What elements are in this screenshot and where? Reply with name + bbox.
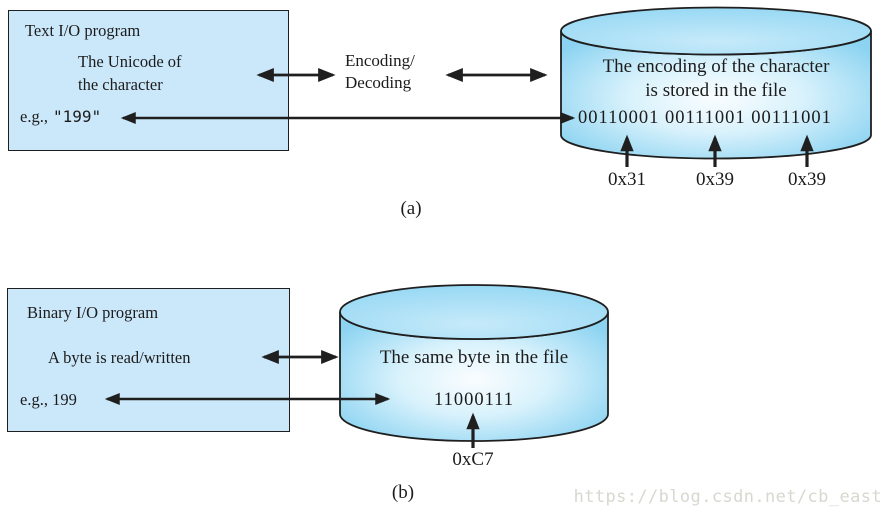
encoding-decoding-label: Encoding/ Decoding xyxy=(345,50,415,94)
cylinder-a-bytes: 00110001 00111001 00111001 xyxy=(578,108,832,128)
cylinder-b-body xyxy=(339,311,609,442)
hex-label-0xc7: 0xC7 xyxy=(452,449,494,470)
example-b-prefix: e.g., xyxy=(20,390,48,409)
hex-label-0x39-1: 0x39 xyxy=(696,169,734,190)
encoding-label-line2: Decoding xyxy=(345,73,412,92)
cylinder-a-line1: The encoding of the character xyxy=(602,56,830,77)
example-a-value: "199" xyxy=(52,107,102,126)
example-b-value: 199 xyxy=(52,390,77,409)
cylinder-b-top xyxy=(339,284,609,340)
text-io-box-title: Text I/O program xyxy=(25,21,141,40)
binary-io-program-box xyxy=(7,288,290,432)
example-b: e.g., 199 xyxy=(20,389,77,410)
binary-io-box-title: Binary I/O program xyxy=(27,303,159,322)
hex-label-0x31: 0x31 xyxy=(608,169,646,190)
caption-a: (a) xyxy=(400,198,422,219)
cylinder-a-line2: is stored in the file xyxy=(645,80,787,101)
text-io-program-box xyxy=(8,10,289,151)
unicode-line1: The Unicode of xyxy=(78,52,182,71)
cylinder-b-bytes: 11000111 xyxy=(434,390,514,410)
cylinder-b-line1: The same byte in the file xyxy=(379,347,569,368)
byte-read-written-line: A byte is read/written xyxy=(48,348,191,367)
hex-label-0x39-2: 0x39 xyxy=(788,169,826,190)
example-a-prefix: e.g., xyxy=(20,107,48,126)
cylinder-a-top xyxy=(560,6,872,56)
encoding-label-line1: Encoding/ xyxy=(345,51,415,70)
caption-b: (b) xyxy=(391,482,415,503)
example-a: e.g.,"199" xyxy=(20,106,101,127)
watermark-url: https://blog.csdn.net/cb_east xyxy=(573,487,882,507)
unicode-line2: the character xyxy=(78,75,163,94)
